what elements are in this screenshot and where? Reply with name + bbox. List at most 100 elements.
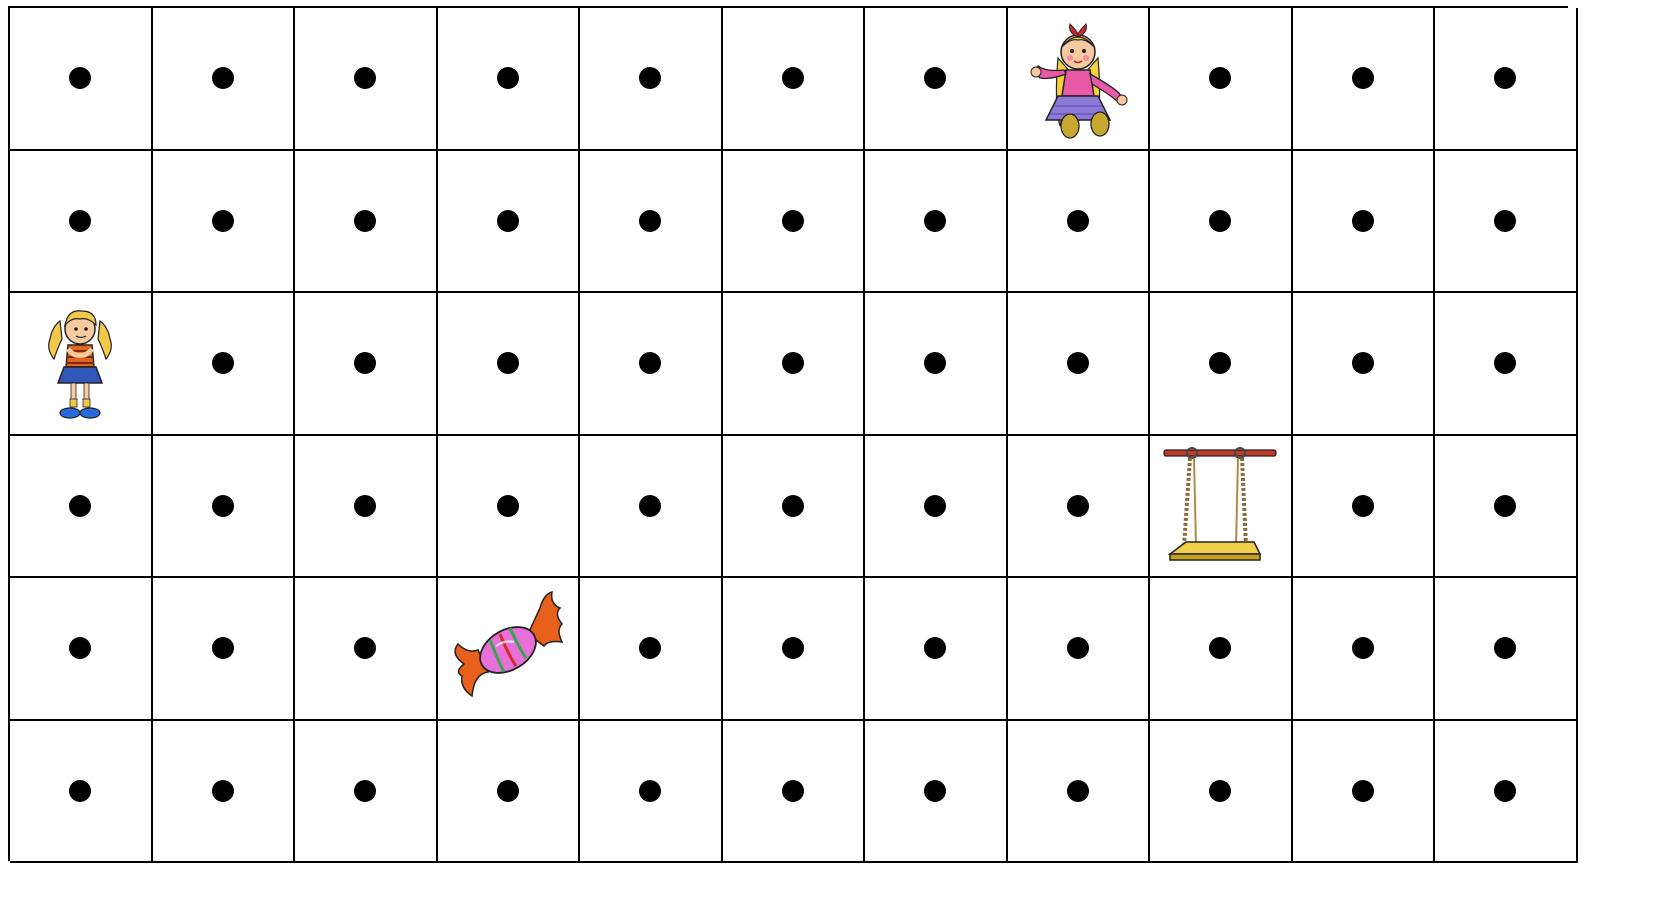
grid-cell[interactable] xyxy=(1293,8,1436,151)
grid-cell[interactable] xyxy=(723,436,866,579)
dot-marker xyxy=(1494,210,1516,232)
dot-marker xyxy=(639,210,661,232)
grid-cell[interactable] xyxy=(1435,721,1578,864)
dot-marker xyxy=(639,67,661,89)
grid-cell[interactable] xyxy=(1293,578,1436,721)
grid-cell[interactable] xyxy=(580,151,723,294)
dot-marker xyxy=(354,210,376,232)
grid-cell[interactable] xyxy=(1008,578,1151,721)
grid-cell[interactable] xyxy=(153,436,296,579)
grid-cell[interactable] xyxy=(580,578,723,721)
grid-cell[interactable] xyxy=(295,578,438,721)
dot-marker xyxy=(212,637,234,659)
grid-cell[interactable] xyxy=(10,436,153,579)
grid-cell[interactable] xyxy=(438,151,581,294)
grid-cell[interactable] xyxy=(865,151,1008,294)
grid-cell[interactable] xyxy=(865,293,1008,436)
grid-cell[interactable] xyxy=(865,8,1008,151)
dot-marker xyxy=(639,352,661,374)
dot-marker xyxy=(69,780,91,802)
dot-marker xyxy=(354,495,376,517)
grid-cell[interactable] xyxy=(295,721,438,864)
dot-marker xyxy=(1494,67,1516,89)
grid-cell[interactable] xyxy=(438,293,581,436)
dot-marker xyxy=(1352,780,1374,802)
grid-cell[interactable] xyxy=(1435,578,1578,721)
grid-cell[interactable] xyxy=(1435,436,1578,579)
grid-cell[interactable] xyxy=(1150,293,1293,436)
grid-cell[interactable] xyxy=(295,151,438,294)
dot-marker xyxy=(782,780,804,802)
dot-marker xyxy=(1352,352,1374,374)
dot-marker xyxy=(782,637,804,659)
grid-cell[interactable] xyxy=(865,578,1008,721)
grid-cell[interactable] xyxy=(153,578,296,721)
grid-cell[interactable] xyxy=(153,293,296,436)
grid-cell[interactable] xyxy=(10,8,153,151)
grid-cell[interactable] xyxy=(1150,578,1293,721)
grid-cell[interactable] xyxy=(580,8,723,151)
grid-cell[interactable] xyxy=(580,436,723,579)
grid-cell[interactable] xyxy=(723,293,866,436)
grid-cell[interactable] xyxy=(10,578,153,721)
dot-marker xyxy=(1067,495,1089,517)
dot-marker xyxy=(69,210,91,232)
grid-cell[interactable] xyxy=(1008,721,1151,864)
grid-cell[interactable] xyxy=(1008,293,1151,436)
grid-cell[interactable] xyxy=(1150,151,1293,294)
grid-cell[interactable] xyxy=(295,293,438,436)
dot-marker xyxy=(1209,637,1231,659)
grid-cell[interactable] xyxy=(580,293,723,436)
grid-cell[interactable] xyxy=(1435,293,1578,436)
grid-cell[interactable] xyxy=(1435,8,1578,151)
grid-cell[interactable] xyxy=(1150,721,1293,864)
grid-cell[interactable] xyxy=(438,721,581,864)
grid-cell[interactable] xyxy=(723,8,866,151)
grid-cell[interactable] xyxy=(10,151,153,294)
grid-cell[interactable] xyxy=(1293,436,1436,579)
dot-marker xyxy=(924,780,946,802)
dot-marker xyxy=(1494,495,1516,517)
game-board xyxy=(8,6,1568,861)
dot-marker xyxy=(924,637,946,659)
dot-marker xyxy=(212,780,234,802)
grid-cell[interactable] xyxy=(295,8,438,151)
grid-cell[interactable] xyxy=(1008,436,1151,579)
grid-cell[interactable] xyxy=(723,578,866,721)
grid-cell[interactable] xyxy=(1150,8,1293,151)
grid-cell[interactable] xyxy=(10,293,153,436)
grid-cell[interactable] xyxy=(1435,151,1578,294)
dot-marker xyxy=(69,637,91,659)
grid-cell[interactable] xyxy=(153,8,296,151)
grid-cell[interactable] xyxy=(295,436,438,579)
grid-cell[interactable] xyxy=(580,721,723,864)
grid-cell[interactable] xyxy=(865,436,1008,579)
dot-marker xyxy=(1209,210,1231,232)
dot-marker xyxy=(782,352,804,374)
dot-marker xyxy=(1352,495,1374,517)
grid-cell[interactable] xyxy=(1293,293,1436,436)
grid-cell[interactable] xyxy=(1293,151,1436,294)
grid-cell[interactable] xyxy=(438,578,581,721)
grid-cell[interactable] xyxy=(438,436,581,579)
grid-cell[interactable] xyxy=(1008,151,1151,294)
dot-marker xyxy=(639,780,661,802)
dot-marker xyxy=(69,495,91,517)
dot-marker xyxy=(1209,352,1231,374)
grid-cell[interactable] xyxy=(153,721,296,864)
grid-cell[interactable] xyxy=(1150,436,1293,579)
dot-marker xyxy=(354,67,376,89)
dot-marker xyxy=(1494,780,1516,802)
grid-cell[interactable] xyxy=(153,151,296,294)
grid-cell[interactable] xyxy=(438,8,581,151)
grid-cell[interactable] xyxy=(723,721,866,864)
swing-icon xyxy=(1156,442,1284,570)
dot-marker xyxy=(924,67,946,89)
grid-cell[interactable] xyxy=(1293,721,1436,864)
grid-cell[interactable] xyxy=(10,721,153,864)
dot-marker xyxy=(354,637,376,659)
grid-cell[interactable] xyxy=(1008,8,1151,151)
grid-cell[interactable] xyxy=(865,721,1008,864)
grid-cell[interactable] xyxy=(723,151,866,294)
dot-marker xyxy=(782,67,804,89)
